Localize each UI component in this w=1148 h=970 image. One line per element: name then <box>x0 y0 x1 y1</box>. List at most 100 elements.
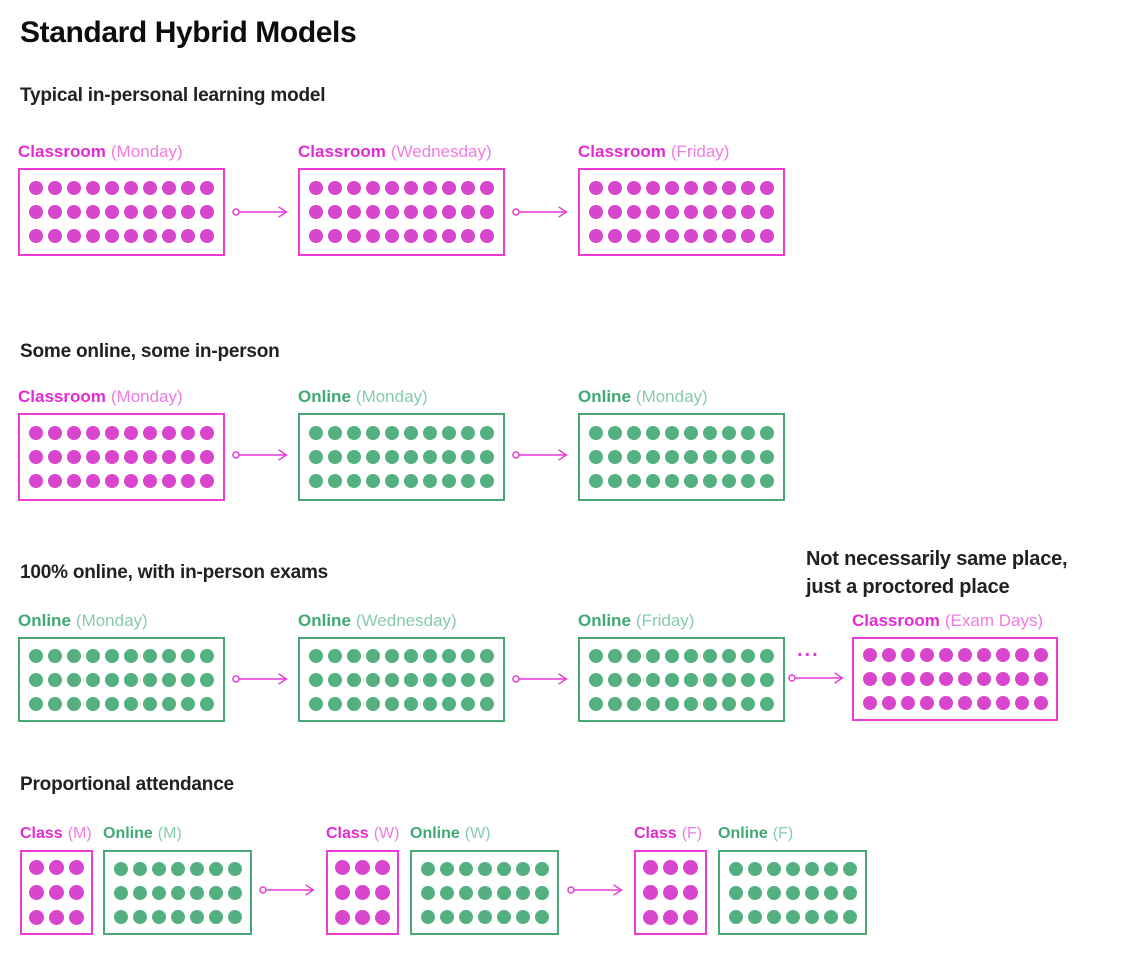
person-dot <box>589 648 603 663</box>
attendee-dots <box>309 648 494 711</box>
person-dot <box>627 672 641 687</box>
person-dot <box>741 672 755 687</box>
box-label-day: (Monday) <box>110 387 183 406</box>
person-dot <box>404 474 418 488</box>
person-dot <box>760 474 774 488</box>
person-dot <box>170 909 185 924</box>
person-dot <box>420 861 435 876</box>
person-dot <box>1033 672 1048 686</box>
person-dot <box>684 229 698 243</box>
box-label-day: (Monday) <box>110 142 183 161</box>
person-dot <box>29 229 43 243</box>
person-dot <box>589 450 603 464</box>
person-dot <box>328 474 342 488</box>
box-label-day: (W) <box>373 825 400 842</box>
person-dot <box>347 426 361 440</box>
person-dot <box>665 648 679 663</box>
person-dot <box>665 181 679 195</box>
box-label-type: Online <box>578 611 631 630</box>
person-dot <box>461 696 475 711</box>
person-dot <box>480 229 494 243</box>
person-dot <box>181 426 195 440</box>
flow-arrow-icon <box>567 884 623 896</box>
person-dot <box>375 910 390 925</box>
box-label-type: Classroom <box>578 142 666 161</box>
person-dot <box>309 181 323 195</box>
person-dot <box>703 474 717 488</box>
person-dot <box>67 696 81 711</box>
ellipsis-continuation: ... <box>797 639 820 661</box>
person-dot <box>86 181 100 195</box>
person-dot <box>442 474 456 488</box>
person-dot <box>420 909 435 924</box>
section-heading-some-online: Some online, some in-person <box>20 341 280 362</box>
attendee-dots <box>589 426 774 488</box>
box-label-day: (Wednesday) <box>355 611 457 630</box>
person-dot <box>534 885 549 900</box>
person-dot <box>48 229 62 243</box>
group-classroom-friday: Classroom(Friday) <box>578 142 785 256</box>
person-dot <box>703 229 717 243</box>
person-dot <box>309 672 323 687</box>
person-dot <box>627 426 641 440</box>
person-dot <box>442 450 456 464</box>
person-dot <box>741 696 755 711</box>
person-dot <box>48 648 62 663</box>
person-dot <box>423 672 437 687</box>
person-dot <box>335 910 350 925</box>
section-heading-100-online: 100% online, with in-person exams <box>20 562 329 583</box>
person-dot <box>995 696 1010 710</box>
person-dot <box>496 909 511 924</box>
box-label: Online(Monday) <box>578 387 785 407</box>
person-dot <box>132 909 147 924</box>
person-dot <box>366 450 380 464</box>
person-dot <box>189 861 204 876</box>
person-dot <box>385 205 399 219</box>
person-dot <box>785 885 800 900</box>
person-dot <box>404 181 418 195</box>
person-dot <box>29 648 43 663</box>
box-label: Class(W) <box>326 824 399 844</box>
person-dot <box>477 909 492 924</box>
person-dot <box>423 229 437 243</box>
page-title: Standard Hybrid Models <box>20 16 357 49</box>
section-heading-in-person: Typical in-personal learning model <box>20 85 326 106</box>
person-dot <box>355 885 370 900</box>
person-dot <box>862 696 877 710</box>
person-dot <box>200 205 214 219</box>
box-label: Classroom(Monday) <box>18 387 225 407</box>
person-dot <box>86 426 100 440</box>
person-dot <box>627 229 641 243</box>
person-dot <box>766 909 781 924</box>
person-dot <box>589 672 603 687</box>
note-line-1: Not necessarily same place, <box>806 548 1068 570</box>
person-dot <box>67 229 81 243</box>
person-dot <box>842 909 857 924</box>
person-dot <box>328 229 342 243</box>
attendee-dots <box>728 861 857 924</box>
box-label-type: Class <box>326 825 369 842</box>
person-dot <box>67 426 81 440</box>
person-dot <box>105 450 119 464</box>
person-dot <box>86 696 100 711</box>
person-dot <box>404 450 418 464</box>
person-dot <box>423 648 437 663</box>
person-dot <box>309 205 323 219</box>
group-classroom-exam-days: Classroom(Exam Days) <box>852 611 1058 721</box>
person-dot <box>684 672 698 687</box>
person-dot <box>919 696 934 710</box>
person-dot <box>703 696 717 711</box>
person-dot <box>760 648 774 663</box>
person-dot <box>49 885 64 900</box>
person-dot <box>442 648 456 663</box>
person-dot <box>608 426 622 440</box>
person-dot <box>646 696 660 711</box>
person-dot <box>608 229 622 243</box>
person-dot <box>477 885 492 900</box>
group-online-wednesday: Online(Wednesday) <box>298 611 505 722</box>
dot-grid-box <box>20 850 93 935</box>
person-dot <box>608 181 622 195</box>
person-dot <box>646 181 660 195</box>
person-dot <box>105 181 119 195</box>
person-dot <box>309 426 323 440</box>
